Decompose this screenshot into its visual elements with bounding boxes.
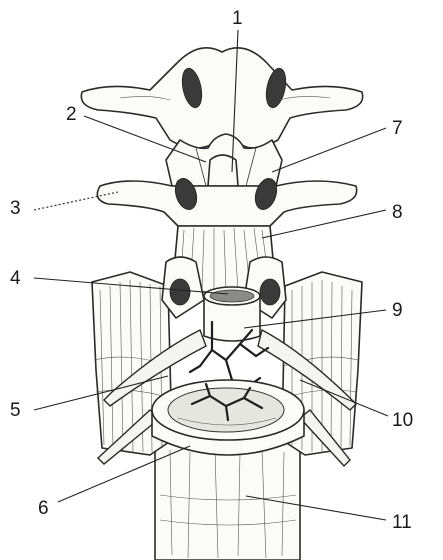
callout-5: 5 [10,400,21,421]
callout-7: 7 [392,118,403,139]
callout-8: 8 [392,202,403,223]
lower-vertebral-body [155,438,300,560]
callout-2: 2 [66,104,77,125]
upper-vertebra [81,48,362,148]
callout-11: 11 [392,512,412,533]
intervertebral-disc [152,380,304,455]
callout-1: 1 [232,8,243,29]
leader-7 [272,128,386,172]
callout-6: 6 [38,498,49,519]
callout-3: 3 [10,198,21,219]
callout-9: 9 [392,300,403,321]
callout-4: 4 [10,268,21,289]
callout-10: 10 [392,410,413,431]
